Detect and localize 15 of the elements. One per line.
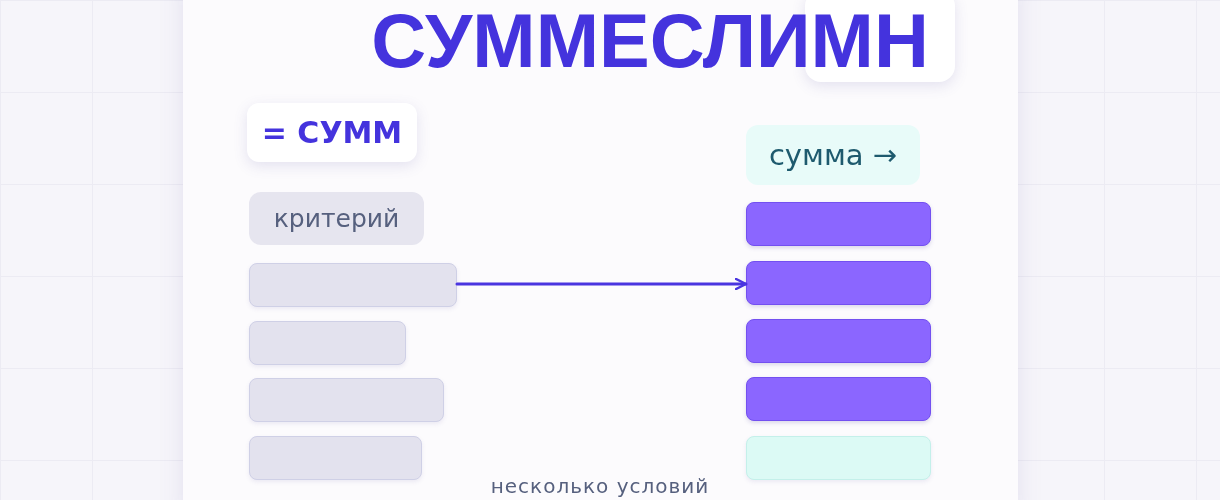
title: СУММЕСЛИМН	[370, 0, 930, 85]
bar	[249, 263, 457, 307]
bar	[746, 377, 931, 421]
arrow	[455, 277, 748, 291]
label-box: критерий	[249, 192, 424, 245]
bar	[249, 378, 444, 422]
bar	[249, 321, 406, 365]
bar	[249, 436, 422, 480]
bar	[746, 261, 931, 305]
label-box: сумма →	[746, 125, 920, 185]
label-box: = СУММ	[247, 103, 417, 162]
bar	[746, 319, 931, 363]
bar	[746, 202, 931, 246]
caption: несколько условий	[489, 474, 711, 498]
bar	[746, 436, 931, 480]
